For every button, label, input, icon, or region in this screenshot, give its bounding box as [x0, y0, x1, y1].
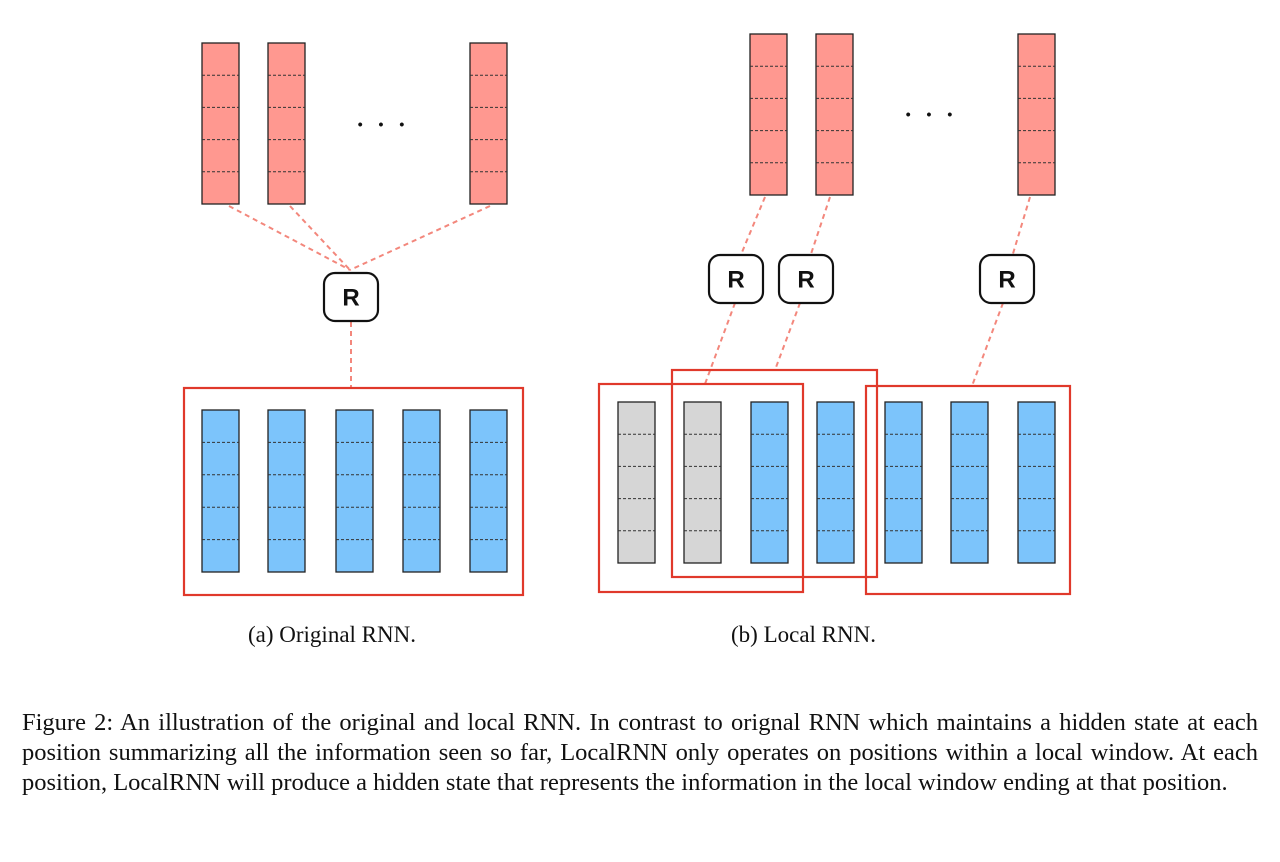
padding-vector-b-2 [683, 401, 722, 564]
r-node-b-2: R [777, 253, 835, 305]
connector-line [349, 205, 491, 271]
window-box-b-1 [597, 382, 805, 594]
window-box-a [182, 386, 525, 597]
subcaption-a: (a) Original RNN. [248, 622, 416, 647]
r-node-b-1: R [707, 253, 765, 305]
figure-caption: Figure 2: An illustration of the origina… [22, 709, 1258, 796]
output-vectors [201, 33, 1056, 205]
subcaption-b: (b) Local RNN. [731, 622, 876, 647]
r-node-b-3: R [978, 253, 1036, 305]
connector-line [774, 302, 801, 371]
r-label: R [342, 285, 359, 312]
window-boxes [182, 368, 1072, 597]
connector-line [1011, 196, 1031, 258]
r-node-a: R [322, 271, 380, 323]
connector-line [809, 196, 831, 258]
output-vector-b-3 [1017, 33, 1056, 196]
input-vectors [201, 401, 1056, 573]
input-vector-b-6 [950, 401, 989, 564]
r-label: R [998, 267, 1015, 294]
ellipsis-b: • • • [906, 106, 958, 122]
connector-line [228, 205, 351, 271]
connector-line [971, 302, 1004, 387]
output-vector-a-2 [267, 42, 306, 205]
connector-line [289, 205, 351, 271]
input-vector-b-5 [884, 401, 923, 564]
input-vector-a-5 [469, 409, 508, 573]
input-vector-a-2 [267, 409, 306, 573]
input-vector-a-1 [201, 409, 240, 573]
output-vector-a-3 [469, 42, 508, 205]
input-vector-b-7 [1017, 401, 1056, 564]
ellipses: • • • • • • [358, 106, 958, 132]
input-vector-b-3 [750, 401, 789, 564]
connector-line [704, 302, 736, 385]
connector-line [739, 196, 766, 258]
output-vector-b-1 [749, 33, 788, 196]
input-vector-a-3 [335, 409, 374, 573]
connectors [228, 196, 1031, 388]
ellipsis-a: • • • [358, 116, 410, 132]
r-label: R [797, 267, 814, 294]
r-label: R [727, 267, 744, 294]
window-box-b-2 [670, 368, 879, 579]
input-vector-a-4 [402, 409, 441, 573]
output-vector-b-2 [815, 33, 854, 196]
output-vector-a-1 [201, 42, 240, 205]
input-vector-b-4 [816, 401, 855, 564]
padding-vector-b-1 [617, 401, 656, 564]
window-box-b-3 [864, 384, 1072, 596]
